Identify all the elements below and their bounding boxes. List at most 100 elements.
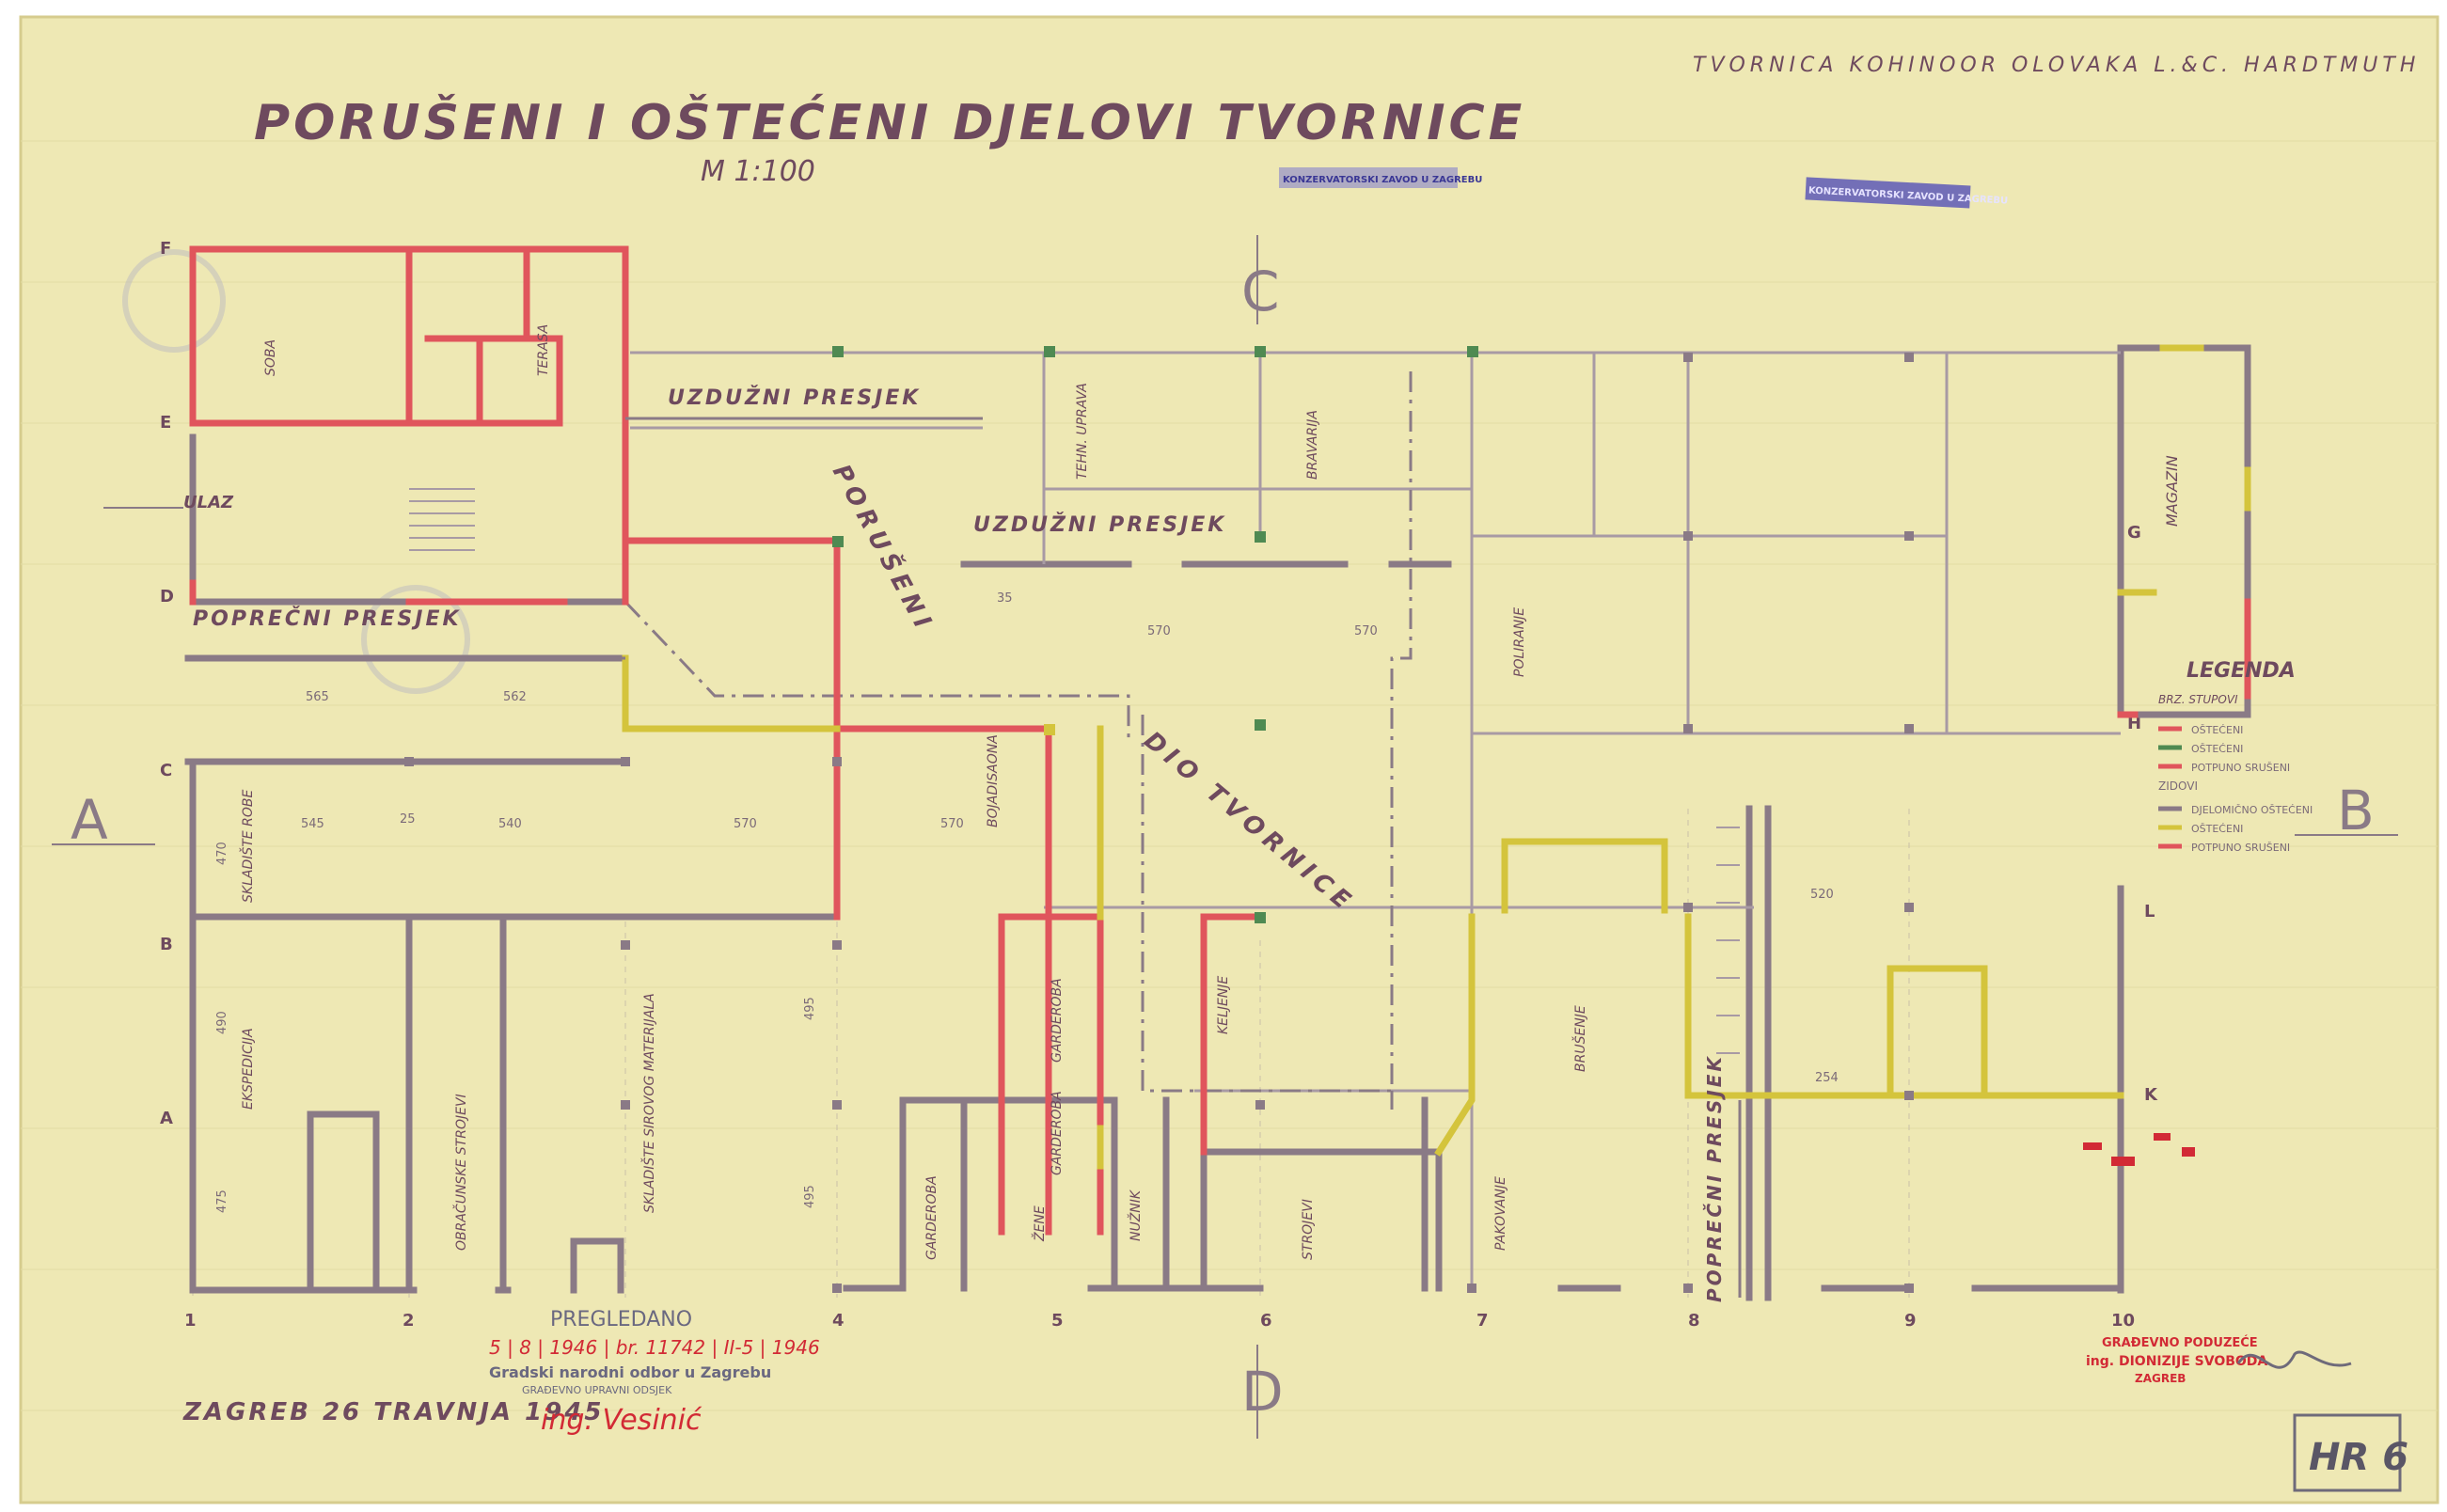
- columns: [404, 346, 1914, 1293]
- dimension-25: 25: [400, 812, 416, 827]
- sheet-id-box: HR 6: [2293, 1413, 2408, 1492]
- grid-col-4: 4: [832, 1311, 845, 1331]
- purple-stamp-2: KONZERVATORSKI ZAVOD U ZAGREBU: [1805, 177, 2008, 209]
- legend-item-5: DJELOMIČNO OŠTEĆENI: [2191, 804, 2313, 816]
- destroyed-area-boundary: [624, 367, 1413, 1110]
- dimension-562: 562: [503, 690, 527, 704]
- column: [1904, 1284, 1914, 1293]
- column: [1683, 724, 1693, 733]
- stair-steps: [409, 488, 1740, 1054]
- red-stamp-line-2: ing. DIONIZIJE SVOBODA: [2086, 1354, 2267, 1369]
- section-marker-d-label: D: [1241, 1360, 1284, 1424]
- dimension-565: 565: [306, 690, 329, 704]
- dimension-495: 495: [803, 997, 817, 1020]
- pregledano-line-1: Gradski narodni odbor u Zagrebu: [489, 1363, 771, 1381]
- room-label-tehn-uprava: TEHN. UPRAVA: [1075, 383, 1090, 480]
- grid-labels: F E D C B A 1 2 4 5 6 7 8 9 10 G H L K: [160, 239, 2158, 1331]
- room-label-skladiste: SKLADIŠTE SIROVOG MATERIJALA: [640, 993, 657, 1213]
- sheet-title: PORUŠENI I OŠTEĆENI DJELOVI TVORNICE: [254, 93, 1525, 151]
- dimension-570d: 570: [940, 817, 964, 831]
- purple-stamp-1: KONZERVATORSKI ZAVOD U ZAGREBU: [1279, 167, 1482, 188]
- room-label-garderoba-2: GARDEROBA: [1050, 1091, 1065, 1175]
- column: [832, 346, 844, 357]
- column: [1683, 1284, 1693, 1293]
- room-label-bravarija: BRAVARIJA: [1305, 410, 1320, 480]
- column: [1683, 903, 1693, 912]
- legend-item-6: OŠTEĆENI: [2191, 823, 2243, 835]
- room-label-pakovanje: PAKOVANJE: [1493, 1176, 1508, 1251]
- grid-col-10: 10: [2111, 1311, 2135, 1331]
- dimension-520: 520: [1810, 888, 1834, 902]
- room-label-nuznik: NUŽNIK: [1127, 1189, 1144, 1241]
- grid-row-e: E: [160, 413, 171, 433]
- column: [1904, 903, 1914, 912]
- walls-damaged: [622, 344, 2251, 1170]
- grid-row-d: D: [160, 587, 174, 606]
- pregledano-line-2: GRAĐEVNO UPRAVNI ODSJEK: [522, 1384, 672, 1396]
- room-label-zene: ŽENE: [1031, 1205, 1048, 1242]
- legend: LEGENDA BRZ. STUPOVI OŠTEĆENI OŠTEĆENI P…: [2158, 659, 2313, 854]
- column: [1467, 1284, 1476, 1293]
- walls-thin: [630, 351, 2121, 1288]
- legend-item-4: ZIDOVI: [2158, 780, 2198, 793]
- column: [1255, 1100, 1265, 1110]
- section-marker-a-label: A: [71, 788, 108, 852]
- legend-item-7: POTPUNO SRUŠENI: [2191, 842, 2290, 854]
- paper-ruled-lines: [21, 140, 2438, 1411]
- grid-row-k: K: [2144, 1085, 2158, 1105]
- dimension-254: 254: [1815, 1071, 1839, 1085]
- grid-col-1: 1: [184, 1311, 197, 1331]
- room-label-garderoba-1: GARDEROBA: [1050, 978, 1065, 1063]
- column: [1255, 346, 1266, 357]
- grid-row-b: B: [160, 935, 173, 954]
- faded-round-stamp-1: [122, 249, 226, 353]
- sheet-id: HR 6: [2309, 1436, 2408, 1479]
- column: [832, 940, 842, 950]
- red-contractor-stamp: GRAĐEVNO PODUZEĆE ing. DIONIZIJE SVOBODA…: [2086, 1335, 2352, 1385]
- grid-col-9: 9: [1904, 1311, 1917, 1331]
- column: [1683, 531, 1693, 541]
- label-ulaz: ULAZ: [183, 493, 234, 512]
- grid-row-g: G: [2127, 523, 2141, 543]
- room-label-keljenje: KELJENJE: [1216, 976, 1231, 1034]
- purple-stamp-1-text: KONZERVATORSKI ZAVOD U ZAGREBU: [1283, 175, 1482, 185]
- place-date: ZAGREB 26 TRAVNJA 1945: [182, 1398, 604, 1426]
- column: [1683, 353, 1693, 362]
- faded-round-stamp-2: [361, 585, 470, 694]
- column: [1255, 719, 1266, 731]
- signature: ing. Vesinić: [541, 1404, 703, 1437]
- column: [621, 940, 630, 950]
- legend-subtitle: BRZ. STUPOVI: [2158, 693, 2238, 706]
- section-marker-a: A: [52, 788, 155, 852]
- column: [1904, 724, 1914, 733]
- section-title-transverse-1: POPREČNI PRESJEK: [193, 606, 462, 631]
- room-label-strojevi: STROJEVI: [1301, 1199, 1316, 1260]
- dimension-490: 490: [215, 1011, 229, 1034]
- column: [621, 1100, 630, 1110]
- column: [1044, 724, 1055, 735]
- column: [1904, 1091, 1914, 1100]
- dimension-labels: 565 562 545 540 570 570 570 570 470 490 …: [215, 591, 1839, 1213]
- dimension-470: 470: [215, 842, 229, 865]
- dimension-570c: 570: [1354, 624, 1378, 638]
- room-label-terasa: TERASA: [536, 324, 551, 376]
- legend-title: LEGENDA: [2187, 659, 2296, 683]
- grid-row-l: L: [2144, 902, 2155, 921]
- dimension-570b: 570: [1147, 624, 1171, 638]
- dimension-540: 540: [498, 817, 522, 831]
- section-title-longitudinal-1: UZDUŽNI PRESJEK: [668, 386, 921, 410]
- room-label-ekspedicija: EKSPEDICIJA: [241, 1028, 256, 1110]
- grid-row-h: H: [2127, 714, 2141, 733]
- room-label-bojadisaona: BOJADISAONA: [986, 734, 1001, 827]
- grid-row-f: F: [160, 239, 171, 259]
- legend-item-3: POTPUNO SRUŠENI: [2191, 762, 2290, 774]
- red-stamp-line-1: GRAĐEVNO PODUZEĆE: [2102, 1335, 2258, 1350]
- legend-item-2: OŠTEĆENI: [2191, 743, 2243, 755]
- column: [832, 1284, 842, 1293]
- section-marker-b-label: B: [2337, 779, 2375, 843]
- grid-row-c: C: [160, 761, 172, 780]
- section-marker-c: C: [1241, 235, 1280, 324]
- grid-col-7: 7: [1476, 1311, 1489, 1331]
- column: [1255, 912, 1266, 923]
- column: [1044, 346, 1055, 357]
